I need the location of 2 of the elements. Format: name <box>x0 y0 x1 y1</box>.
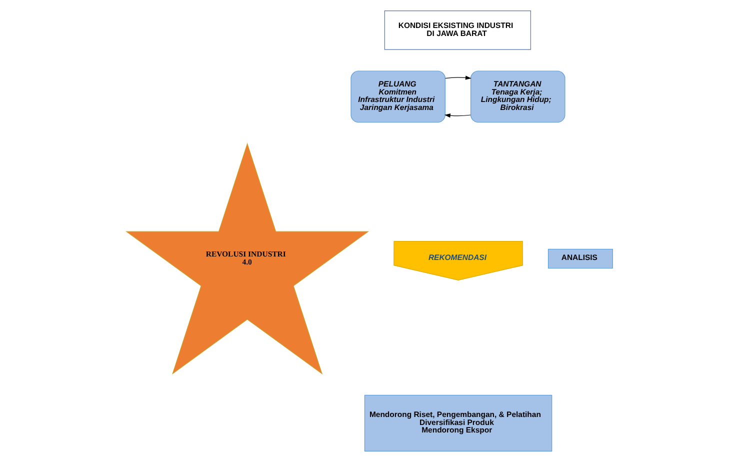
arrow <box>444 113 471 118</box>
arrow <box>445 76 472 80</box>
